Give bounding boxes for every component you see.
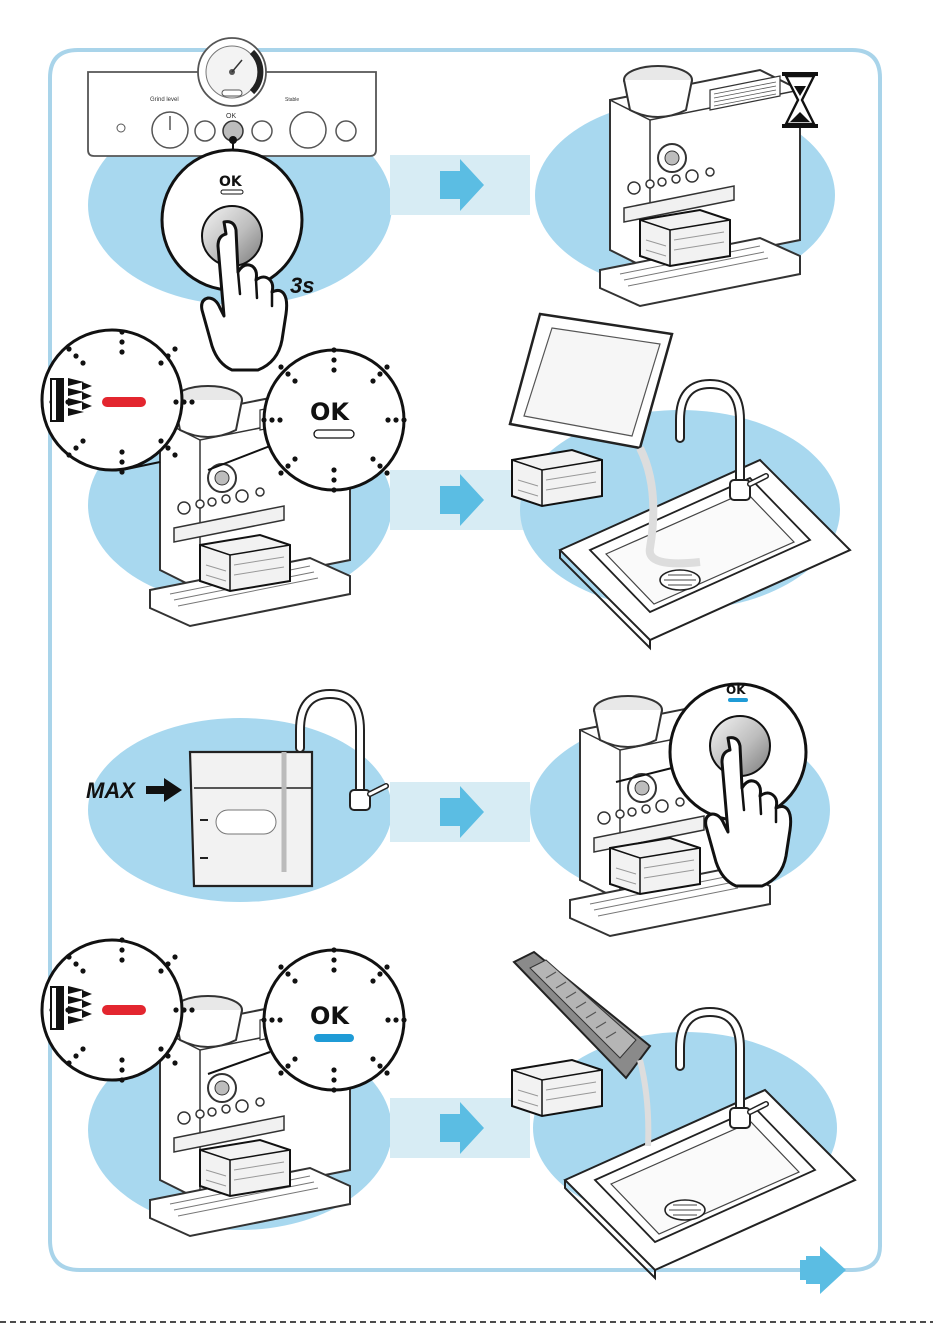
- max-label: MAX: [86, 778, 136, 803]
- max-indicator: MAX: [86, 778, 182, 803]
- ok-button-label: OK: [726, 683, 746, 697]
- dial-left-label: Grind level: [150, 97, 179, 103]
- container-under-spout: [610, 838, 700, 894]
- machine-dispensing: [600, 66, 800, 306]
- water-tank-fill: [190, 752, 312, 886]
- arrow-right-icon: [390, 470, 530, 530]
- continue-arrow-icon: [800, 1246, 846, 1294]
- container-emptying: [512, 1060, 602, 1116]
- container-emptying: [512, 450, 602, 506]
- page-cut-marks: [0, 1320, 933, 1324]
- arrow-right-icon: [390, 155, 530, 215]
- ok-light-label: OK: [310, 1002, 350, 1030]
- control-panel: Grind level OK Stable: [88, 38, 376, 156]
- ok-button-label: OK: [219, 174, 243, 190]
- arrow-right-icon: [390, 782, 530, 842]
- container-under-spout: [200, 535, 290, 591]
- arrow-right-icon: [390, 1098, 530, 1158]
- panel-top-label: Stable: [285, 97, 299, 103]
- ok-small-label: OK: [226, 113, 236, 120]
- container-under-spout: [200, 1140, 290, 1196]
- ok-light-label: OK: [310, 398, 350, 426]
- water-container: [640, 210, 730, 266]
- hold-duration: 3s: [290, 273, 314, 298]
